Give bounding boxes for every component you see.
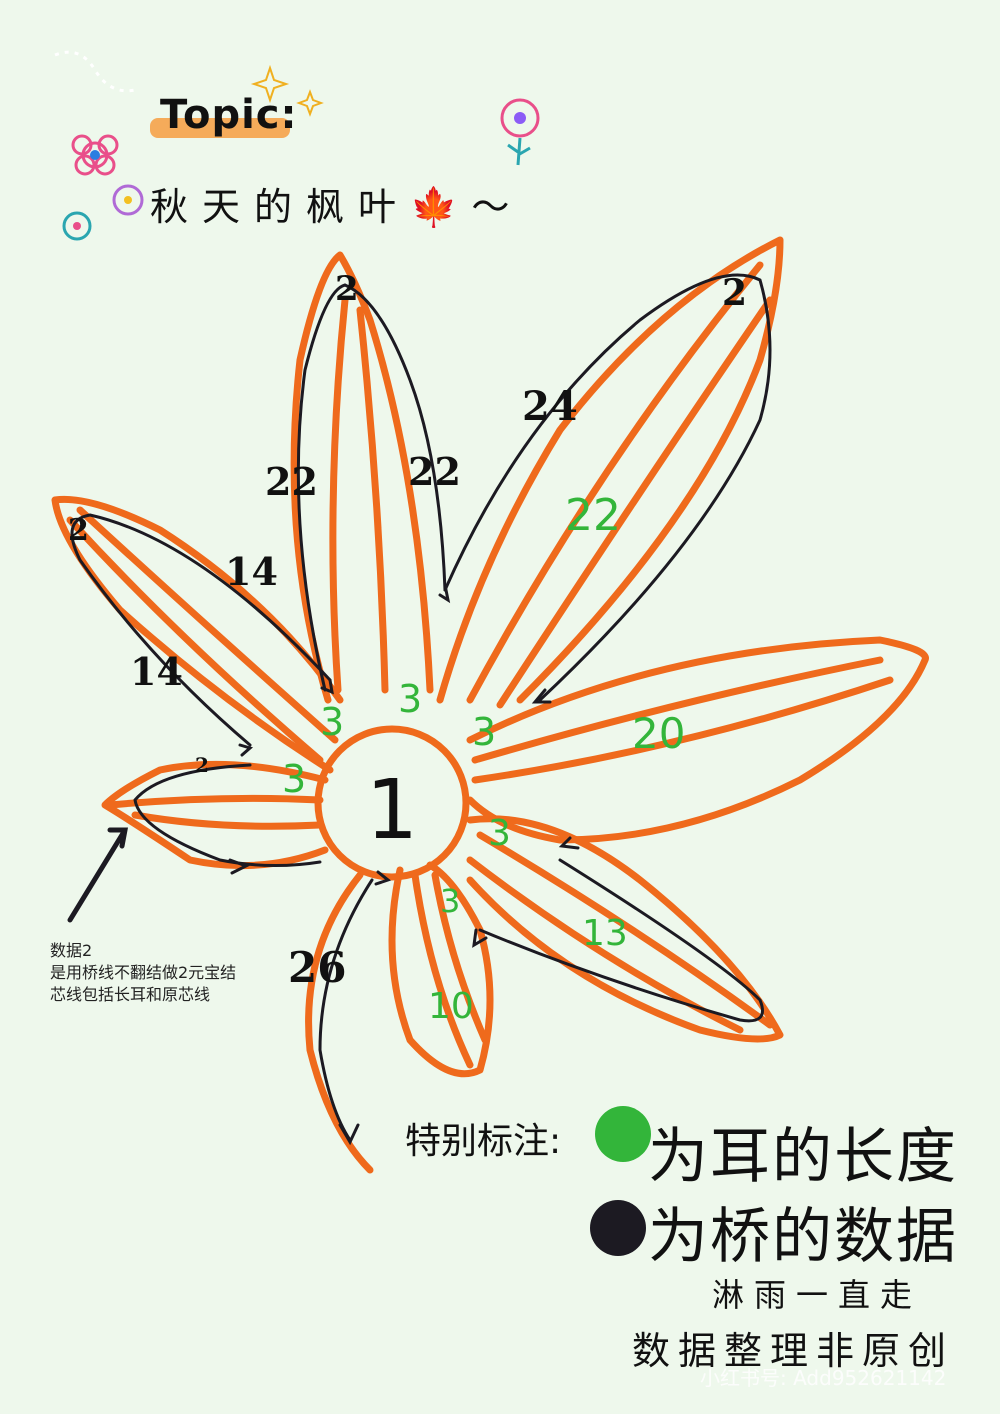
petal-lower-right-vein xyxy=(466,856,744,1034)
arrow-icon xyxy=(238,743,254,757)
note-line: 是用桥线不翻结做2元宝结 xyxy=(50,963,237,982)
bridge-count: 2 xyxy=(68,513,89,548)
petal-top-vein xyxy=(329,296,349,694)
flower-icon xyxy=(500,98,540,166)
bridge-path-left-small xyxy=(133,763,322,868)
bridge-count: 22 xyxy=(265,459,318,504)
arrow-icon xyxy=(338,1123,360,1146)
bridge-count: 14 xyxy=(225,549,278,594)
petal-right-vein xyxy=(471,656,884,764)
ear-length: 22 xyxy=(565,490,621,541)
bridge-path-lower-right xyxy=(478,858,764,1023)
bridge-count: 14 xyxy=(130,649,183,694)
author: 淋雨一直走 xyxy=(712,1276,923,1314)
petal-left-upper-outline xyxy=(51,495,344,774)
bridge-path-left-upper xyxy=(70,513,332,747)
topic-highlight xyxy=(150,118,290,138)
petal-bottom-vein xyxy=(411,871,474,1069)
ear-length: 20 xyxy=(632,709,685,758)
bridge-count: 2 xyxy=(195,753,209,777)
bridge-path-top xyxy=(296,283,447,692)
flower-icon xyxy=(112,184,144,216)
slogan: 数据整理非原创 xyxy=(632,1329,955,1373)
legend-black-text: 为桥的数据 xyxy=(648,1202,958,1272)
note: 数据2 是用桥线不翻结做2元宝结 芯线包括长耳和原芯线 xyxy=(50,940,290,1006)
bridge-count: 22 xyxy=(408,449,461,494)
dotted-swirl xyxy=(54,50,136,93)
center-ring-outline xyxy=(314,725,470,881)
ear-length: 3 xyxy=(488,813,511,854)
petal-lower-right-vein xyxy=(476,831,774,1029)
center-label: 1 xyxy=(366,763,418,858)
note-line: 芯线包括长耳和原芯线 xyxy=(50,985,211,1004)
ear-length: 3 xyxy=(282,757,306,801)
pointer-arrow-icon xyxy=(67,827,129,923)
petal-bottom-outline xyxy=(388,861,494,1078)
arrow-icon xyxy=(531,688,552,704)
ear-length: 10 xyxy=(428,986,474,1027)
legend-green-text: 为耳的长度 xyxy=(648,1122,958,1192)
petal-right-vein xyxy=(471,676,894,784)
page-title: 秋天的枫叶🍁～ xyxy=(150,185,524,229)
flower-icon xyxy=(62,211,92,241)
arrow-icon xyxy=(472,928,488,948)
arrow-icon xyxy=(228,858,250,875)
ear-length: 13 xyxy=(582,913,628,954)
petal-left-small-vein xyxy=(131,811,324,830)
petal-bottom-vein xyxy=(431,871,489,1044)
petal-top-right-vein xyxy=(466,261,764,704)
petal-top-right-outline xyxy=(436,236,784,704)
ear-length: 3 xyxy=(398,677,422,721)
petal-top-vein xyxy=(356,306,389,694)
green-dot-icon xyxy=(595,1106,651,1162)
arrow-icon xyxy=(320,678,334,695)
bridge-count: 26 xyxy=(288,943,346,992)
petal-lower-right-outline xyxy=(466,815,784,1043)
petal-top-right-vein xyxy=(496,296,774,709)
bridge-count: 2 xyxy=(722,272,747,314)
arrow-icon xyxy=(374,870,392,886)
bridge-count: 2 xyxy=(335,269,359,309)
arrow-icon xyxy=(558,836,580,850)
stem-outline xyxy=(305,871,374,1174)
petal-right-outline xyxy=(466,636,929,844)
black-dot-icon xyxy=(590,1200,646,1256)
topic-label: Topic: xyxy=(160,92,298,138)
ear-length: 3 xyxy=(440,882,460,920)
ear-length: 3 xyxy=(320,700,344,744)
bridge-path-stem xyxy=(318,878,374,1142)
bridge-path-top-right xyxy=(443,273,772,702)
ear-length: 3 xyxy=(472,710,496,754)
petal-left-upper-vein xyxy=(66,516,324,764)
petal-top-outline xyxy=(290,251,434,704)
sparkle-icon xyxy=(250,64,324,117)
petal-left-upper-vein xyxy=(76,506,339,744)
bridge-count: 24 xyxy=(522,383,578,430)
legend-title: 特别标注: xyxy=(405,1121,562,1162)
watermark: 小红书号: Add952621142 xyxy=(700,1366,947,1390)
petal-left-small-outline xyxy=(101,760,329,870)
flower-icon xyxy=(71,134,119,176)
note-line: 数据2 xyxy=(50,941,93,960)
